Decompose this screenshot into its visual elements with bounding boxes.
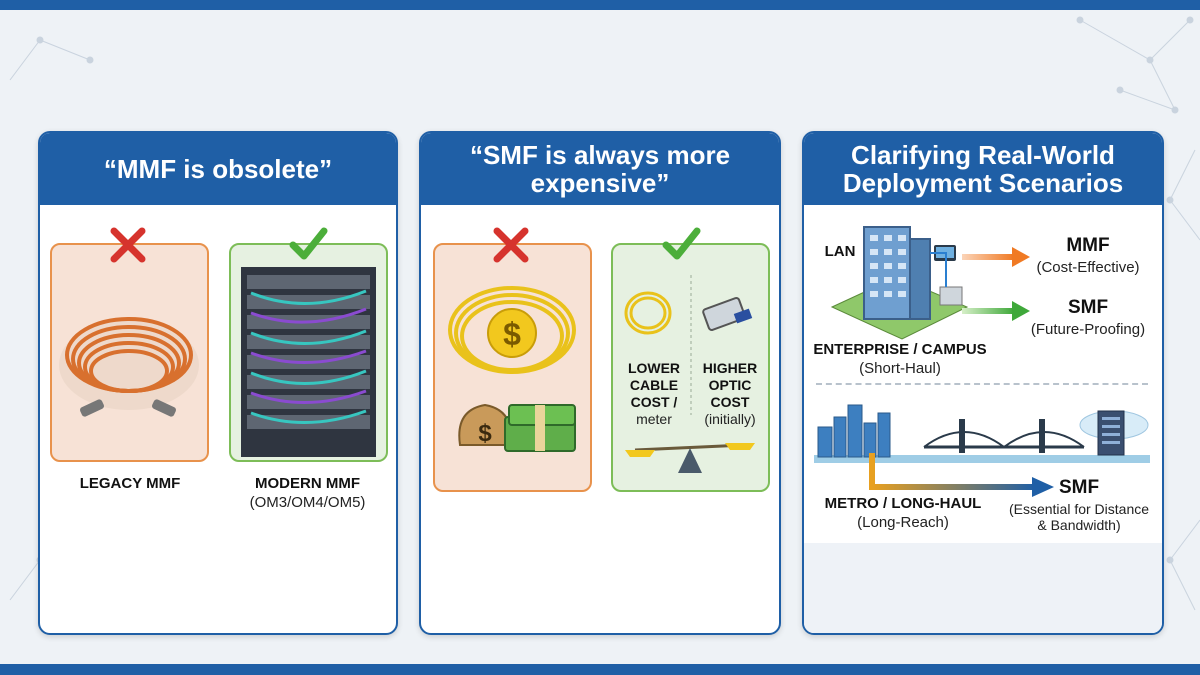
smf-label: SMF <box>1067 297 1109 318</box>
enterprise-label: ENTERPRISE / CAMPUS <box>813 341 987 358</box>
smf-essential-label: SMF <box>1058 477 1100 498</box>
card-body: LAN MMF (Cost-Effective) SMF (Future-Pro… <box>804 205 1162 633</box>
legacy-mmf-label: LEGACY MMF <box>79 475 181 492</box>
card-title: “MMF is obsolete” <box>40 133 396 205</box>
legacy-cable-illustration <box>59 317 199 417</box>
metro-sub: (Long-Reach) <box>857 514 949 531</box>
svg-text:$: $ <box>478 420 492 447</box>
lower-cable-cost-sub: meter <box>636 411 672 427</box>
legacy-mmf-panel <box>50 243 209 462</box>
server-rack-illustration <box>241 267 376 457</box>
smf-sub: (Future-Proofing) <box>1030 321 1146 338</box>
modern-mmf-panel <box>229 243 388 462</box>
long-haul-arrow <box>869 453 1054 497</box>
modern-mmf-label: MODERN MMF <box>255 475 360 492</box>
campus-building-illustration <box>830 226 969 340</box>
cross-icon <box>110 227 146 263</box>
cable-and-money-illustration: $ $ <box>448 286 576 452</box>
card-deployment-scenarios: Clarifying Real-World Deployment Scenari… <box>802 131 1164 635</box>
card-smf-expensive: “SMF is always more expensive” $ $ <box>419 131 781 635</box>
card-title: Clarifying Real-World Deployment Scenari… <box>804 133 1162 205</box>
svg-text:$: $ <box>503 316 521 352</box>
check-icon <box>289 227 328 260</box>
smf-essential-sub: (Essential for Distance & Bandwidth) <box>1008 501 1150 533</box>
card-body: LEGACY MMF MODERN MMF (OM3/OM4/OM5) <box>40 205 396 631</box>
cost-reality-panel <box>611 243 770 492</box>
card-title: “SMF is always more expensive” <box>421 133 779 205</box>
card-mmf-obsolete: “MMF is obsolete” <box>38 131 398 635</box>
city-bridge-illustration <box>814 404 1150 463</box>
arrow-to-smf <box>962 301 1030 321</box>
arrow-to-mmf <box>962 247 1030 267</box>
card-body: $ $ <box>421 205 779 631</box>
metro-label: METRO / LONG-HAUL <box>824 495 982 512</box>
cost-myth-panel: $ $ <box>433 243 592 492</box>
bottom-fade <box>804 543 1162 633</box>
mmf-sub: (Cost-Effective) <box>1036 259 1140 276</box>
bottom-bar <box>0 664 1200 675</box>
modern-mmf-sub: (OM3/OM4/OM5) <box>249 494 366 511</box>
lower-cable-cost-label: LOWER CABLE COST / <box>627 360 681 410</box>
section-divider <box>816 383 1148 385</box>
mmf-label: MMF <box>1066 235 1110 256</box>
lan-label: LAN <box>824 243 856 260</box>
enterprise-sub: (Short-Haul) <box>859 360 941 377</box>
cable-optic-scale-illustration <box>624 275 755 473</box>
check-icon <box>662 227 701 260</box>
top-bar <box>0 0 1200 10</box>
cross-icon <box>493 227 529 263</box>
higher-optic-cost-sub: (initially) <box>704 411 756 427</box>
higher-optic-cost-label: HIGHER OPTIC COST <box>702 360 758 410</box>
